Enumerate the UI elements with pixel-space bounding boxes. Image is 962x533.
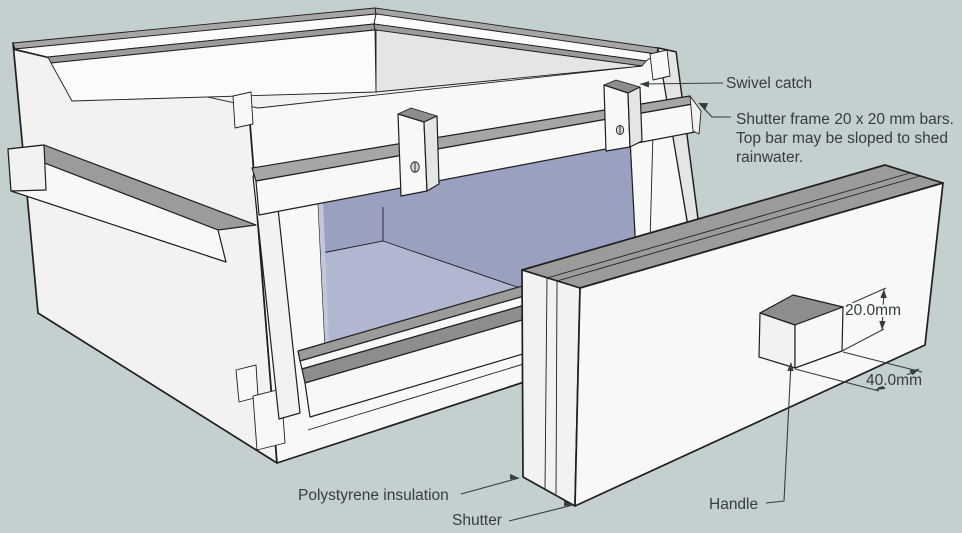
top-bar-right-end (689, 95, 702, 135)
hive-box (7, 7, 702, 464)
shutter-frame-note-line3: rainwater. (736, 149, 803, 166)
dim-arrowhead (879, 320, 886, 330)
dim-handle-width-label: 40.0mm (866, 372, 922, 389)
catch-front-face (603, 84, 631, 152)
corner-notch-top (232, 91, 254, 129)
glass-hidden-edge (629, 138, 637, 253)
handle-label: Handle (709, 496, 758, 513)
rim-corner-notch (649, 49, 671, 81)
laminate-divider-1 (544, 277, 548, 490)
catch-front-face (397, 113, 428, 197)
dimension-20mm: 20.0mm (841, 287, 903, 352)
shutter-label: Shutter (452, 512, 502, 529)
leader-arrowhead (699, 103, 709, 111)
shutter-top-laminate-line-1 (546, 172, 911, 279)
dim-ext-line (841, 328, 885, 352)
shutter-frame-note-line1: Shutter frame 20 x 20 mm bars. (736, 111, 954, 128)
glass-edge-highlight (318, 199, 329, 344)
interior-right-wall (375, 29, 643, 93)
handle-leader (765, 362, 792, 504)
shutter-frame-top-bar (251, 95, 702, 216)
callouts: Swivel catch Shutter frame 20 x 20 mm ba… (298, 75, 954, 529)
dim-ext-line (794, 368, 880, 392)
leader-arrowhead (564, 500, 573, 507)
laminate-divider-2 (555, 280, 558, 495)
insulation-end-face (521, 269, 581, 507)
swivel-catch-leader (639, 82, 724, 85)
dimension-40mm: 40.0mm (794, 351, 924, 392)
leader-arrowhead (509, 473, 519, 480)
dim-ext-line (842, 351, 923, 373)
handle-block (758, 294, 844, 369)
rail-end-face (7, 144, 47, 192)
leader-arrowhead (787, 362, 794, 372)
dim-handle-height-label: 20.0mm (845, 302, 901, 319)
swivel-catch-right (603, 79, 643, 152)
dim-arrowhead (909, 369, 919, 376)
front-right-corner-edge (657, 47, 691, 238)
shutter-leader (508, 504, 574, 522)
polystyrene-leader (460, 477, 520, 495)
dim-ext-line (842, 287, 887, 308)
polystyrene-label: Polystyrene insulation (298, 487, 449, 504)
swivel-catch-label: Swivel catch (726, 75, 812, 92)
dim-arrowhead (876, 383, 886, 390)
swivel-catch-left (397, 107, 440, 197)
leader-arrowhead (640, 81, 650, 88)
shutter-frame-note-line2: Top bar may be sloped to shed (736, 130, 948, 147)
shutter-top-laminate-line-2 (556, 175, 921, 282)
frame-right-bar-edge (649, 131, 654, 243)
shutter-panel (521, 164, 944, 507)
catch-side-face (423, 115, 440, 192)
catch-side-face (627, 86, 643, 148)
side-rail (7, 144, 257, 263)
dim-arrowhead (880, 289, 887, 299)
